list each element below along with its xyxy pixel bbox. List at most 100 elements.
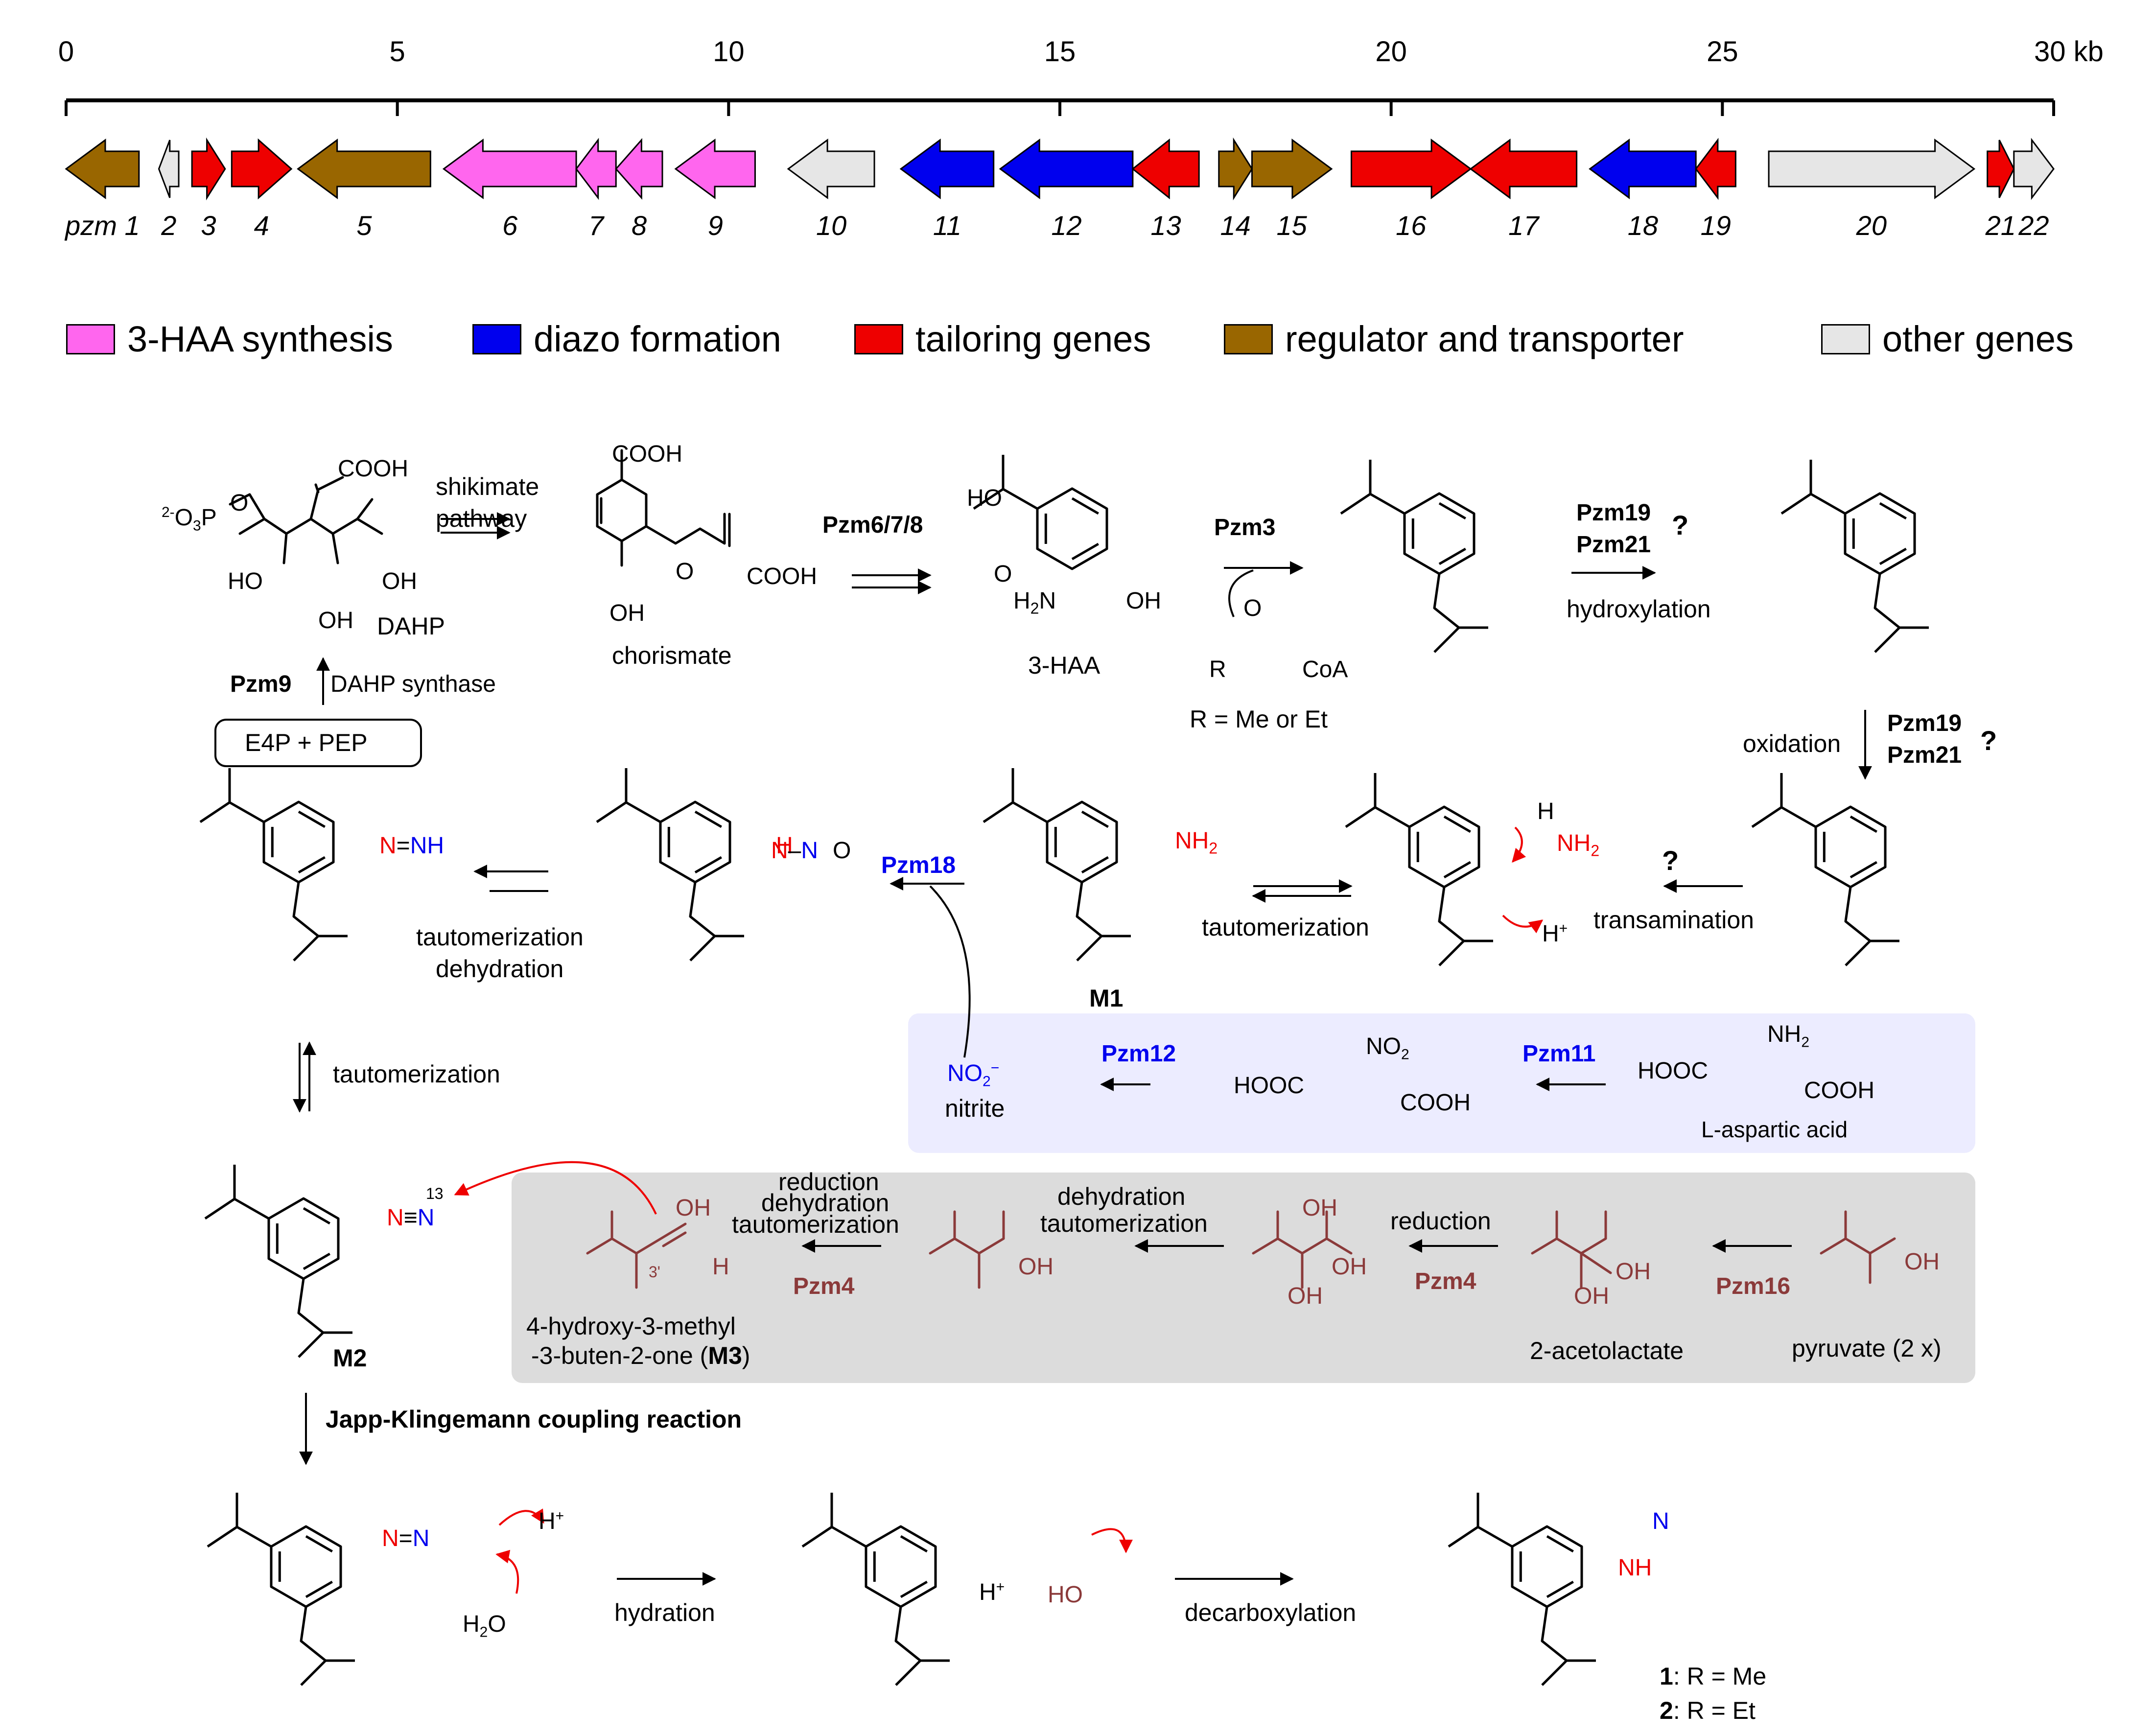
reaction-arrows (293, 512, 1872, 1586)
intermediate-b-skeleton (929, 1210, 1005, 1289)
pzm12-label: Pzm12 (1101, 1041, 1176, 1067)
gene-label: 6 (502, 210, 518, 241)
product-2-label: 2: R = Et (1660, 1696, 1756, 1725)
legend-swatch (1821, 324, 1870, 354)
pyruvate-skeleton (1820, 1210, 1896, 1284)
reduction-label-1: reduction (1390, 1207, 1491, 1235)
carboxyl-stub (1448, 1493, 1513, 1548)
carboxyl-stub (199, 768, 265, 823)
pzm3-label: Pzm3 (1214, 515, 1276, 540)
reduction-label-2: reduction (778, 1168, 879, 1196)
amide-stub (894, 1606, 950, 1686)
product-1-label: 1: R = Me (1660, 1662, 1766, 1690)
gene-arrow (1987, 140, 2015, 198)
pzm18-label: Pzm18 (881, 852, 956, 878)
benzene-ring (1408, 805, 1480, 889)
japp-h2o: H2O (463, 1611, 506, 1641)
m3-c3p: 3' (649, 1263, 660, 1281)
curly-arrow-m3-attack (454, 1161, 657, 1215)
chorismate-structure (596, 449, 731, 567)
m3-h: H (712, 1254, 729, 1280)
ring-double-bond (1438, 547, 1466, 565)
m2-label: M2 (333, 1344, 367, 1372)
gene-label: 16 (1396, 210, 1427, 241)
carboxyl-stub (204, 1165, 270, 1220)
mechanism-arrows (454, 826, 1544, 1594)
gene-label: 4 (254, 210, 269, 241)
chorismate-oh: OH (609, 600, 645, 626)
gene-arrow (1589, 139, 1697, 199)
legend-swatch (854, 324, 903, 354)
nitrosuccinate-hooc: HOOC (1234, 1073, 1304, 1099)
haa-o: O (994, 561, 1012, 587)
product-1-number: 1 (1660, 1663, 1673, 1690)
gene-arrow (1251, 139, 1333, 199)
dahp-o: O (230, 490, 249, 516)
start-box (214, 719, 422, 767)
ring-double-bond (1879, 502, 1907, 520)
gene-label: 2 (161, 210, 176, 241)
pzm4-label-2: Pzm4 (793, 1273, 855, 1299)
gene-arrow (297, 139, 431, 199)
dahp-synthase-label: DAHP synthase (330, 671, 496, 697)
gene-label: 12 (1051, 210, 1081, 241)
carboxyl-stub (983, 768, 1048, 823)
ring-double-bond (900, 1535, 928, 1553)
benzene-ring (865, 1525, 937, 1608)
m2-c13: 13 (426, 1185, 444, 1202)
amide-stub (689, 882, 744, 962)
dahp-cooh: COOH (338, 456, 408, 482)
haa-label: 3-HAA (1028, 652, 1101, 679)
gene-label: 18 (1628, 210, 1658, 241)
carboxyl-stub (1340, 460, 1405, 515)
dahp-structure (229, 476, 383, 564)
hydroxylation-label: hydroxylation (1567, 595, 1711, 623)
arrow-pzm3-coa (1228, 569, 1254, 617)
taut-label-2: tautomerization (416, 923, 584, 951)
pzm678-label: Pzm6/7/8 (822, 512, 923, 538)
amide-stub (1873, 573, 1929, 653)
product-2-r: : R = Et (1673, 1697, 1756, 1724)
curly-arrow-h-loss (498, 1508, 544, 1526)
aromatic-rings (199, 455, 1929, 1686)
dahp-phosphate: 2-O3P (162, 504, 217, 534)
m1-nh2: NH2 (1175, 828, 1218, 857)
ring-double-bond (694, 810, 722, 828)
nitroso-n: H (776, 833, 793, 859)
ring-double-bond (303, 1252, 330, 1270)
ring-double-bond (1879, 547, 1907, 565)
ring-double-bond (1071, 497, 1099, 515)
amide-stub (1433, 573, 1488, 653)
transamination-label: transamination (1593, 906, 1754, 934)
question-3: ? (1662, 845, 1679, 876)
scale-tick-label: 0 (58, 36, 74, 68)
tautomerization-label-1: tautomerization (1202, 914, 1369, 941)
ring-double-bond (900, 1580, 928, 1598)
scale-tick-label: 5 (390, 36, 405, 68)
m1-label: M1 (1089, 985, 1124, 1012)
gene-arrow (575, 138, 617, 200)
carboxyl-stub (1780, 460, 1846, 515)
ring-double-bond (1071, 542, 1099, 561)
curly-arrow-transam2 (1502, 915, 1544, 934)
nitrosuccinate-no2: NO2 (1366, 1033, 1409, 1063)
legend-label: diazo formation (534, 319, 781, 359)
ring-double-bond (1081, 856, 1109, 874)
haa-nh2: H2N (1013, 588, 1056, 617)
m3-label-close: ) (742, 1342, 750, 1369)
pzm9-label: Pzm9 (230, 671, 292, 697)
carboxyl-stub (207, 1493, 272, 1548)
ring-double-bond (1438, 502, 1466, 520)
m3-label-line1: 4-hydroxy-3-methyl (526, 1313, 736, 1340)
haa-ho: HO (967, 485, 1002, 511)
pzm4-label-1: Pzm4 (1415, 1268, 1476, 1294)
gene-arrow (231, 138, 293, 200)
japp-azo: N=N (382, 1525, 430, 1551)
structures-row1 (229, 449, 731, 567)
carboxyl-stub (1345, 773, 1410, 828)
benzene-ring (1814, 805, 1887, 889)
gene-label: 8 (632, 210, 647, 241)
benzene-ring (659, 800, 731, 884)
decarboxylation-label: decarboxylation (1185, 1599, 1357, 1626)
